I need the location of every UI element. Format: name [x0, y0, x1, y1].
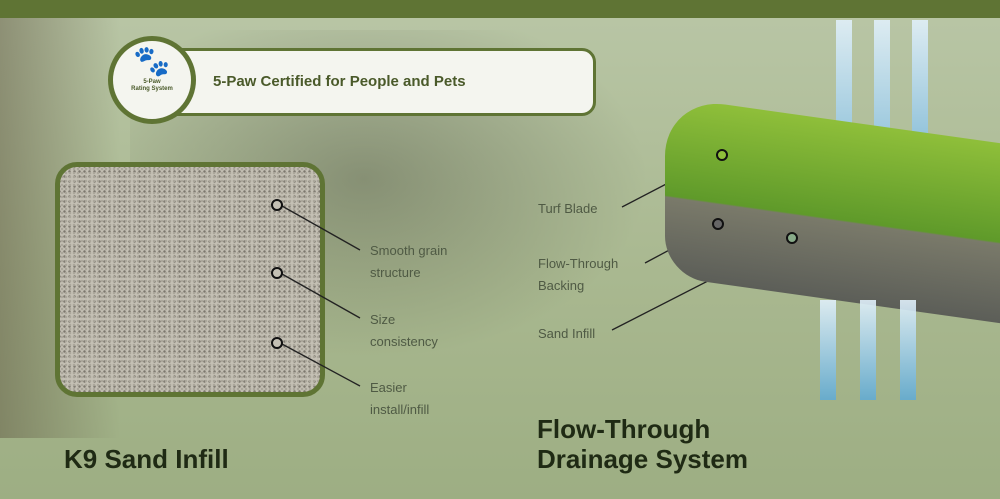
- callout-dot: [786, 232, 798, 244]
- badge-line1: 5-Paw: [143, 79, 161, 85]
- callout-turf-blade: Turf Blade: [538, 201, 598, 216]
- callout-dot: [271, 199, 283, 211]
- sand-infill-title: K9 Sand Infill: [64, 444, 229, 474]
- paw-rating-badge: 🐾 5-Paw Rating System: [108, 36, 196, 124]
- sand-sample-image: [55, 162, 325, 397]
- badge-line2: Rating System: [131, 86, 173, 92]
- certification-banner: 5-Paw Certified for People and Pets: [160, 48, 596, 116]
- callout-dot: [716, 149, 728, 161]
- water-arrow: [860, 300, 876, 400]
- paw-icon: 🐾: [133, 45, 171, 78]
- water-arrow: [820, 300, 836, 400]
- callout-sand-infill: Sand Infill: [538, 326, 596, 341]
- callout-dot: [271, 267, 283, 279]
- top-bar: [0, 0, 1000, 18]
- callout-dot: [712, 218, 724, 230]
- callout-dot: [271, 337, 283, 349]
- banner-text: 5-Paw Certified for People and Pets: [213, 73, 466, 90]
- water-arrow: [900, 300, 916, 400]
